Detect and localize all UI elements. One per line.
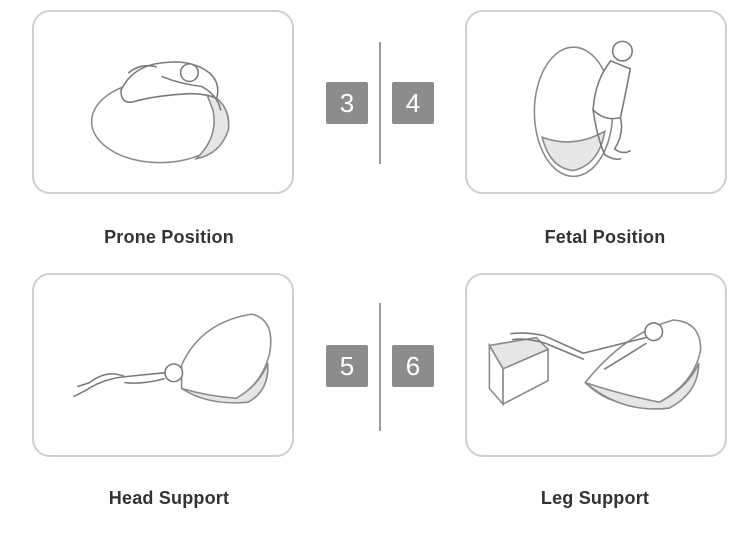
- position-number-4: 4: [392, 82, 434, 124]
- fetal-position-card: [465, 10, 727, 194]
- position-number-6: 6: [392, 345, 434, 387]
- head-support-caption: Head Support: [108, 488, 230, 508]
- prone-position-illustration: [90, 61, 230, 164]
- position-number-3: 3: [326, 82, 368, 124]
- divider-top: [379, 42, 381, 164]
- divider-bottom: [379, 303, 381, 431]
- leg-support-illustration: [488, 319, 702, 410]
- fetal-position-illustration: [533, 40, 633, 178]
- prone-position-card: [32, 10, 294, 194]
- prone-position-caption: Prone Position: [104, 227, 234, 247]
- leg-support-caption: Leg Support: [540, 488, 650, 508]
- position-number-5: 5: [326, 345, 368, 387]
- leg-support-card: [465, 273, 727, 457]
- head-support-card: [32, 273, 294, 457]
- fetal-position-caption: Fetal Position: [544, 227, 666, 247]
- head-support-illustration: [73, 313, 272, 404]
